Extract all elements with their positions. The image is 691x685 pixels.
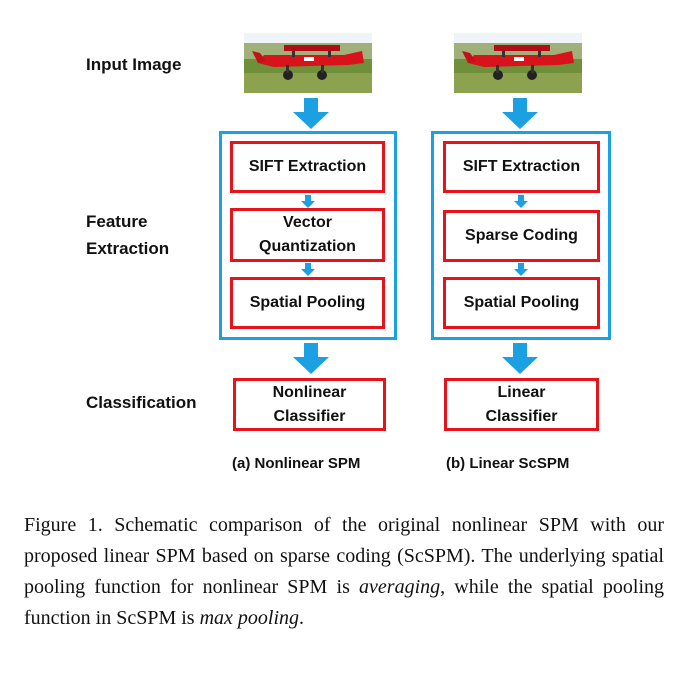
caption-text-1: Figure 1. Schematic comparison of the or… [24,514,664,598]
sift-extraction-box-b: SIFT Extraction [443,141,600,193]
linear-classifier-box: Linear Classifier [444,378,599,431]
subfigure-caption-a: (a) Nonlinear SPM [232,455,361,472]
sift-extraction-box-a: SIFT Extraction [230,141,385,193]
feature-extraction-label: Feature Extraction [86,212,170,258]
caption-emphasis-max-pooling: max pooling [199,607,300,629]
classification-label: Classification [86,393,197,412]
arrow-down-icon [514,263,528,276]
arrow-down-icon [301,263,315,276]
vector-quantization-box: Vector Quantization [230,208,385,262]
arrow-down-icon [301,195,315,208]
airplane-photo-a [244,33,372,93]
spatial-pooling-box-a: Spatial Pooling [230,277,385,329]
caption-text-3: . [299,607,305,629]
caption-emphasis-averaging: averaging [359,576,441,598]
subfigure-caption-b: (b) Linear ScSPM [446,455,570,472]
arrow-down-icon [514,195,528,208]
nonlinear-classifier-box: Nonlinear Classifier [233,378,386,431]
input-image-label: Input Image [86,55,182,74]
sparse-coding-box: Sparse Coding [443,210,600,262]
feature-extraction-box-b [431,131,611,340]
feature-extraction-box-a [219,131,397,340]
spatial-pooling-box-b: Spatial Pooling [443,277,600,329]
caption-text-2: , while the spatial pooling function in … [24,576,665,629]
arrow-down-icon [502,343,538,374]
arrow-down-icon [293,98,329,129]
arrow-down-icon [293,343,329,374]
arrow-down-icon [502,98,538,129]
figure-caption: Figure 1. Schematic comparison of the or… [24,510,664,634]
airplane-photo-b [454,33,582,93]
